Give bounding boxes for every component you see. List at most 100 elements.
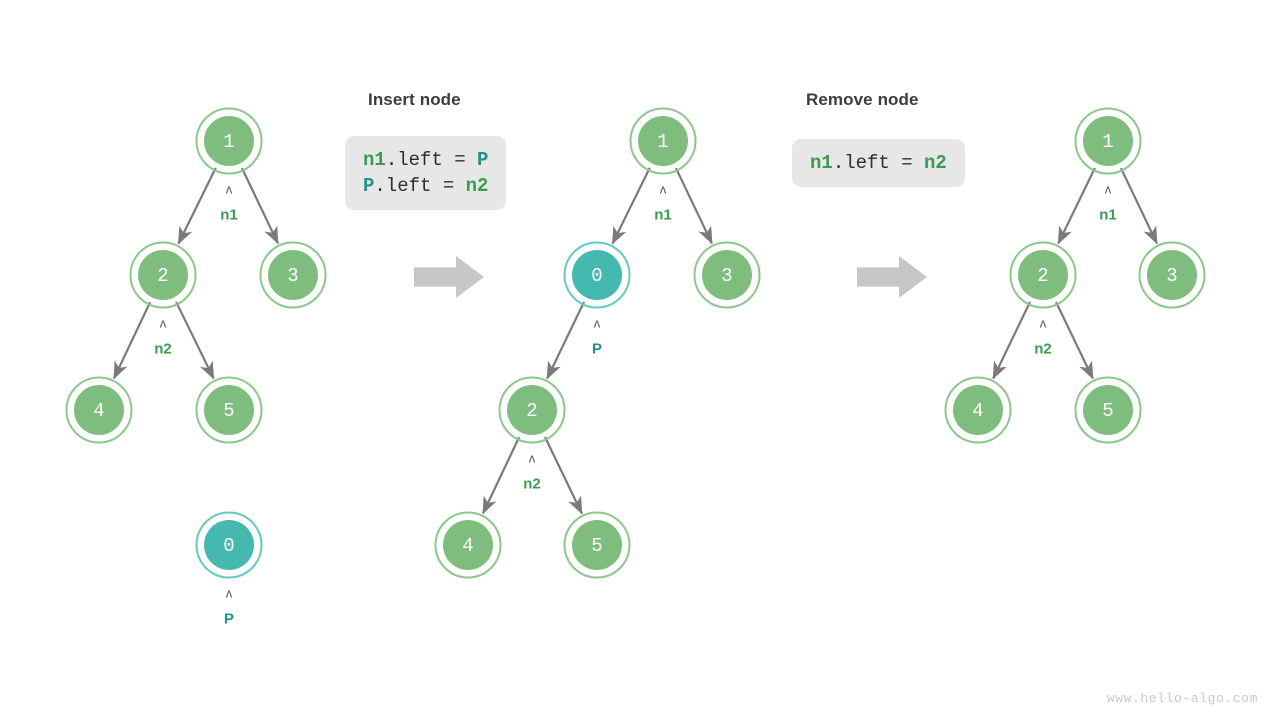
tree-node-3[interactable]: 3 bbox=[693, 241, 761, 309]
caret-up-icon: ʌ bbox=[160, 316, 167, 331]
node-circle bbox=[204, 116, 254, 166]
node-value: 5 bbox=[1102, 400, 1113, 422]
node-circle bbox=[268, 250, 318, 300]
tree-node-3[interactable]: 3 bbox=[1138, 241, 1206, 309]
node-outer-ring bbox=[195, 376, 263, 444]
tree-edge bbox=[175, 301, 215, 380]
arrow-2 bbox=[857, 256, 927, 298]
node-circle bbox=[1083, 385, 1133, 435]
node-value: 3 bbox=[287, 265, 298, 287]
node-value: 4 bbox=[972, 400, 983, 422]
tree-node-0[interactable]: 0 bbox=[563, 241, 631, 309]
pointer-name: n2 bbox=[523, 476, 541, 493]
tree-node-2[interactable]: 2 bbox=[1009, 241, 1077, 309]
node-circle bbox=[572, 250, 622, 300]
tree-edge bbox=[611, 167, 651, 245]
panel-title-remove: Remove node bbox=[806, 90, 919, 109]
caret-up-icon: ʌ bbox=[226, 586, 233, 601]
pointer-label-n1: ʌn1 bbox=[1099, 182, 1117, 224]
tree-edge bbox=[674, 167, 713, 245]
node-circle bbox=[638, 116, 688, 166]
node-value: 5 bbox=[223, 400, 234, 422]
code-token-n1: n1 bbox=[363, 149, 386, 171]
caret-up-icon: ʌ bbox=[226, 182, 233, 197]
node-outer-ring bbox=[129, 241, 197, 309]
node-value: 3 bbox=[721, 265, 732, 287]
node-circle bbox=[204, 385, 254, 435]
caret-up-icon: ʌ bbox=[660, 182, 667, 197]
node-outer-ring bbox=[563, 241, 631, 309]
tree-node-4[interactable]: 4 bbox=[65, 376, 133, 444]
node-value: 1 bbox=[223, 131, 234, 153]
node-outer-ring bbox=[65, 376, 133, 444]
code-box-remove: n1.left = n2 bbox=[792, 139, 965, 187]
pointer-label-n2: ʌn2 bbox=[154, 316, 172, 358]
node-circle bbox=[507, 385, 557, 435]
pointer-label-n2: ʌn2 bbox=[1034, 316, 1052, 358]
node-value: 2 bbox=[526, 400, 537, 422]
tree-node-2[interactable]: 2 bbox=[129, 241, 197, 309]
tree-edge bbox=[1057, 167, 1096, 245]
pointer-label-n1: ʌ n1 bbox=[220, 182, 238, 224]
node-outer-ring bbox=[434, 511, 502, 579]
node-value: 1 bbox=[657, 131, 668, 153]
pointer-label-P: ʌP bbox=[224, 586, 234, 628]
node-value: 2 bbox=[1037, 265, 1048, 287]
tree-node-1[interactable]: 1 bbox=[1074, 107, 1142, 175]
tree-edge bbox=[240, 167, 279, 245]
pointer-label-n1: ʌn1 bbox=[654, 182, 672, 224]
node-value: 0 bbox=[223, 535, 234, 557]
caret-up-icon: ʌ bbox=[529, 451, 536, 466]
tree-node-5[interactable]: 5 bbox=[195, 376, 263, 444]
node-circle bbox=[1147, 250, 1197, 300]
node-outer-ring bbox=[1138, 241, 1206, 309]
pointer-name: P bbox=[224, 611, 234, 628]
code-token-P: P bbox=[363, 175, 375, 197]
pointer-label-n2: ʌ n2 bbox=[523, 451, 541, 493]
tree-edge bbox=[481, 436, 521, 515]
tree-nodes: 1 2 3 4 5 0 1 0 3 2 4 5 1 2 3 4 5 bbox=[65, 107, 1206, 579]
watermark: www.hello-algo.com bbox=[1106, 691, 1258, 706]
tree-node-4[interactable]: 4 bbox=[944, 376, 1012, 444]
code-token-left: .left = bbox=[385, 149, 478, 171]
caret-up-icon: ʌ bbox=[1105, 182, 1112, 197]
node-outer-ring bbox=[498, 376, 566, 444]
node-value: 3 bbox=[1166, 265, 1177, 287]
node-value: 0 bbox=[591, 265, 602, 287]
node-outer-ring bbox=[1074, 107, 1142, 175]
node-value: 5 bbox=[591, 535, 602, 557]
tree-edge bbox=[544, 436, 583, 515]
tree-edge bbox=[177, 167, 217, 245]
tree-node-1[interactable]: 1 bbox=[195, 107, 263, 175]
pointer-name: n1 bbox=[220, 207, 238, 224]
tree-node-4[interactable]: 4 bbox=[434, 511, 502, 579]
node-outer-ring bbox=[195, 511, 263, 579]
tree-node-3[interactable]: 3 bbox=[259, 241, 327, 309]
node-outer-ring bbox=[195, 107, 263, 175]
tree-edge bbox=[546, 301, 585, 380]
node-circle bbox=[572, 520, 622, 570]
panel-title-insert: Insert node bbox=[368, 90, 461, 109]
tree-node-0[interactable]: 0 bbox=[195, 511, 263, 579]
tree-node-5[interactable]: 5 bbox=[563, 511, 631, 579]
node-outer-ring bbox=[629, 107, 697, 175]
node-outer-ring bbox=[563, 511, 631, 579]
tree-edge bbox=[1119, 167, 1158, 245]
tree-node-2[interactable]: 2 bbox=[498, 376, 566, 444]
tree-node-5[interactable]: 5 bbox=[1074, 376, 1142, 444]
node-outer-ring bbox=[1074, 376, 1142, 444]
node-outer-ring bbox=[259, 241, 327, 309]
caret-up-icon: ʌ bbox=[1040, 316, 1047, 331]
node-circle bbox=[702, 250, 752, 300]
node-value: 2 bbox=[157, 265, 168, 287]
code-line-remove-1: n1.left = n2 bbox=[810, 150, 947, 176]
code-token-P: P bbox=[477, 149, 489, 171]
tree-edge bbox=[112, 301, 152, 380]
code-line-insert-2: P.left = n2 bbox=[363, 173, 488, 199]
tree-node-1[interactable]: 1 bbox=[629, 107, 697, 175]
node-circle bbox=[443, 520, 493, 570]
node-outer-ring bbox=[693, 241, 761, 309]
